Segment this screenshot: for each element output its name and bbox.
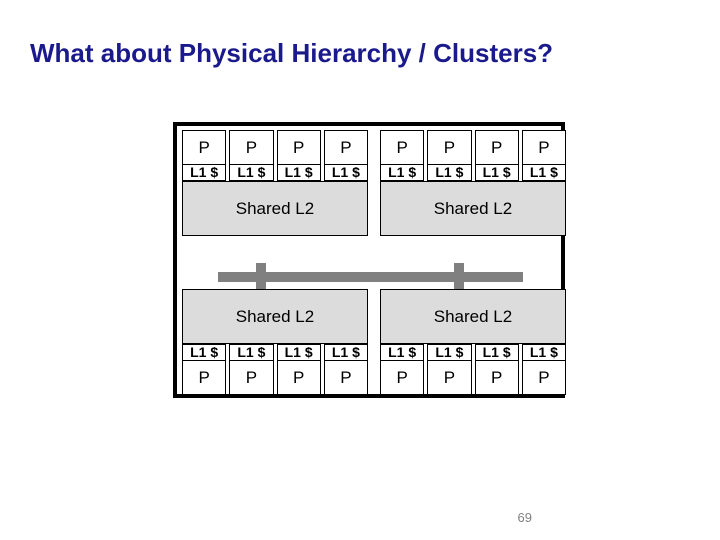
l1-cache-label: L1 $: [475, 164, 518, 180]
l1-cache-label: L1 $: [230, 164, 273, 180]
core-block[interactable]: L1 $ P: [380, 344, 425, 395]
page-title: What about Physical Hierarchy / Clusters…: [30, 38, 554, 68]
core-block[interactable]: P L1 $: [276, 130, 321, 181]
processor-label: P: [183, 361, 226, 394]
processor-label: P: [277, 361, 320, 394]
processor-label: P: [522, 361, 565, 394]
core-block[interactable]: P L1 $: [521, 130, 566, 181]
l1-cache-label: L1 $: [277, 164, 320, 180]
shared-l2-block[interactable]: Shared L2: [380, 289, 566, 344]
cluster-bottom-left: Shared L2 L1 $ P L1 $ P L1 $ P L1 $ P: [182, 289, 368, 395]
shared-l2-label: Shared L2: [433, 306, 513, 326]
processor-label: P: [324, 131, 367, 164]
processor-label: P: [230, 361, 273, 394]
shared-l2-block[interactable]: Shared L2: [182, 181, 368, 236]
core-block[interactable]: L1 $ P: [521, 344, 566, 395]
core-block[interactable]: L1 $ P: [323, 344, 368, 395]
core-row-top-left: P L1 $ P L1 $ P L1 $ P L1 $: [182, 130, 368, 181]
core-row-bottom-right: L1 $ P L1 $ P L1 $ P L1 $ P: [380, 344, 566, 395]
core-block[interactable]: P L1 $: [474, 130, 519, 181]
processor-label: P: [475, 361, 518, 394]
processor-label: P: [475, 131, 518, 164]
l1-cache-label: L1 $: [324, 345, 367, 361]
cluster-bottom-right: Shared L2 L1 $ P L1 $ P L1 $ P L1 $ P: [380, 289, 566, 395]
l1-cache-label: L1 $: [428, 164, 471, 180]
bus-horizontal-icon: [218, 272, 523, 282]
l1-cache-label: L1 $: [324, 164, 367, 180]
core-block[interactable]: L1 $ P: [229, 344, 274, 395]
cluster-top-left: P L1 $ P L1 $ P L1 $ P L1 $ Shared L2: [182, 130, 368, 236]
core-block[interactable]: P L1 $: [427, 130, 472, 181]
l1-cache-label: L1 $: [475, 345, 518, 361]
processor-label: P: [230, 131, 273, 164]
core-block[interactable]: L1 $ P: [276, 344, 321, 395]
shared-l2-block[interactable]: Shared L2: [182, 289, 368, 344]
l1-cache-label: L1 $: [183, 164, 226, 180]
shared-l2-block[interactable]: Shared L2: [380, 181, 566, 236]
core-block[interactable]: P L1 $: [229, 130, 274, 181]
l1-cache-label: L1 $: [428, 345, 471, 361]
core-block[interactable]: P L1 $: [182, 130, 227, 181]
slide-page-number: 69: [517, 510, 532, 525]
l1-cache-label: L1 $: [522, 345, 565, 361]
processor-label: P: [522, 131, 565, 164]
interconnect-bus: [177, 263, 561, 291]
chip-diagram-frame: P L1 $ P L1 $ P L1 $ P L1 $ Shared L2 P: [173, 122, 566, 398]
processor-label: P: [381, 131, 424, 164]
core-block[interactable]: L1 $ P: [182, 344, 227, 395]
core-block[interactable]: P L1 $: [323, 130, 368, 181]
l1-cache-label: L1 $: [381, 345, 424, 361]
core-block[interactable]: L1 $ P: [474, 344, 519, 395]
processor-label: P: [324, 361, 367, 394]
processor-label: P: [428, 361, 471, 394]
processor-label: P: [277, 131, 320, 164]
l1-cache-label: L1 $: [230, 345, 273, 361]
processor-label: P: [428, 131, 471, 164]
core-block[interactable]: P L1 $: [380, 130, 425, 181]
processor-label: P: [183, 131, 226, 164]
l1-cache-label: L1 $: [381, 164, 424, 180]
shared-l2-label: Shared L2: [433, 198, 513, 218]
l1-cache-label: L1 $: [183, 345, 226, 361]
shared-l2-label: Shared L2: [235, 198, 315, 218]
core-row-bottom-left: L1 $ P L1 $ P L1 $ P L1 $ P: [182, 344, 368, 395]
core-block[interactable]: L1 $ P: [427, 344, 472, 395]
processor-label: P: [381, 361, 424, 394]
shared-l2-label: Shared L2: [235, 306, 315, 326]
l1-cache-label: L1 $: [522, 164, 565, 180]
core-row-top-right: P L1 $ P L1 $ P L1 $ P L1 $: [380, 130, 566, 181]
l1-cache-label: L1 $: [277, 345, 320, 361]
cluster-top-right: P L1 $ P L1 $ P L1 $ P L1 $ Shared L2: [380, 130, 566, 236]
